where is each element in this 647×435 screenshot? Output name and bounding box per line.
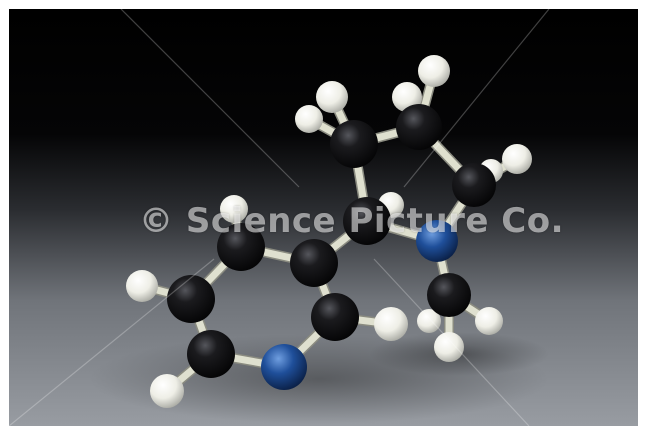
photo-frame: © Science Picture Co.: [9, 9, 638, 426]
carbon-atom: [217, 223, 265, 271]
hydrogen-atom: [126, 270, 158, 302]
atoms: [126, 55, 532, 408]
nitrogen-atom: [261, 344, 307, 390]
carbon-atom: [427, 273, 471, 317]
hydrogen-atom: [434, 332, 464, 362]
hydrogen-atom: [150, 374, 184, 408]
molecule-photo: [9, 9, 638, 426]
hydrogen-atom: [316, 81, 348, 113]
hydrogen-atom: [220, 195, 248, 223]
carbon-atom: [187, 330, 235, 378]
hydrogen-atom: [502, 144, 532, 174]
carbon-atom: [452, 163, 496, 207]
hydrogen-atom: [374, 307, 408, 341]
carbon-atom: [396, 104, 442, 150]
hydrogen-atom: [475, 307, 503, 335]
carbon-atom: [167, 275, 215, 323]
hydrogen-atom: [295, 105, 323, 133]
carbon-atom: [290, 239, 338, 287]
carbon-atom: [343, 197, 391, 245]
carbon-atom: [330, 120, 378, 168]
watermark-lines: [9, 9, 550, 426]
carbon-atom: [311, 293, 359, 341]
hydrogen-atom: [418, 55, 450, 87]
hydrogen-atom: [417, 309, 441, 333]
nitrogen-atom: [416, 220, 458, 262]
